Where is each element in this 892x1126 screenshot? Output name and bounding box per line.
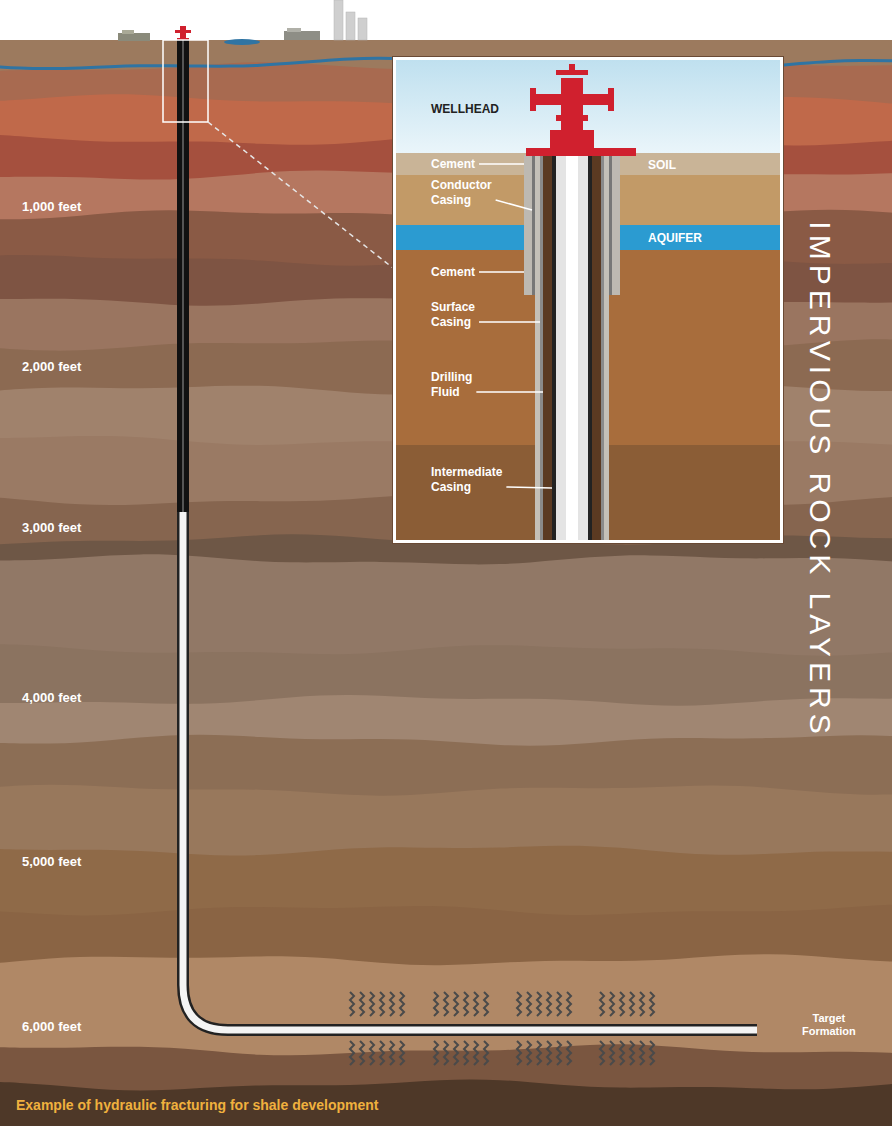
leader-line bbox=[496, 200, 532, 210]
fracture-zone bbox=[350, 992, 654, 1065]
inset-panel: WELLHEADSOILAQUIFERCementConductor Casin… bbox=[393, 57, 783, 543]
leader-line bbox=[506, 487, 552, 488]
leader-line bbox=[479, 163, 524, 165]
part-label: Conductor Casing bbox=[431, 178, 492, 208]
rock-layer bbox=[0, 846, 892, 1126]
rock-layer bbox=[0, 339, 892, 1126]
part-label: WELLHEAD bbox=[431, 102, 499, 117]
zoom-pointer bbox=[208, 122, 393, 268]
rock-layer bbox=[0, 735, 892, 1126]
rock-layer bbox=[0, 1079, 892, 1126]
rock-layer bbox=[0, 384, 892, 1126]
rock-layer bbox=[0, 170, 892, 1126]
rock-layer bbox=[0, 434, 892, 1126]
region-label: IMPERVIOUS ROCK LAYERS bbox=[803, 221, 837, 738]
surface-equipment bbox=[118, 0, 367, 45]
depth-label: 3,000 feet bbox=[22, 520, 81, 535]
part-label: Cement bbox=[431, 265, 475, 280]
zoom-frame bbox=[163, 40, 208, 122]
rock-layer bbox=[0, 644, 892, 1126]
formation-label: Target Formation bbox=[802, 1012, 856, 1038]
rock-layer bbox=[0, 554, 892, 1126]
depth-label: 1,000 feet bbox=[22, 199, 81, 214]
rock-layer bbox=[0, 534, 892, 1126]
layer-label: AQUIFER bbox=[648, 231, 702, 246]
leader-line bbox=[479, 271, 524, 273]
part-label: Intermediate Casing bbox=[431, 465, 502, 495]
depth-label: 6,000 feet bbox=[22, 1019, 81, 1034]
part-label: Surface Casing bbox=[431, 300, 475, 330]
depth-label: 4,000 feet bbox=[22, 690, 81, 705]
rock-layer bbox=[0, 94, 892, 1126]
rock-layer bbox=[0, 785, 892, 1126]
part-label: Cement bbox=[431, 157, 475, 172]
caption: Example of hydraulic fracturing for shal… bbox=[16, 1097, 379, 1113]
depth-label: 2,000 feet bbox=[22, 359, 81, 374]
rock-layer bbox=[0, 954, 892, 1126]
rock-layer bbox=[0, 1044, 892, 1126]
depth-label: 5,000 feet bbox=[22, 854, 81, 869]
leader-line bbox=[476, 391, 543, 393]
rock-layer bbox=[0, 904, 892, 1126]
part-label: Drilling Fluid bbox=[431, 370, 472, 400]
leader-line bbox=[479, 321, 540, 323]
rock-layer bbox=[0, 210, 892, 1126]
rock-layer bbox=[0, 40, 892, 1126]
rock-layer bbox=[0, 695, 892, 1126]
layer-label: SOIL bbox=[648, 158, 676, 173]
rock-layer bbox=[0, 62, 892, 1126]
rock-layer bbox=[0, 134, 892, 1126]
